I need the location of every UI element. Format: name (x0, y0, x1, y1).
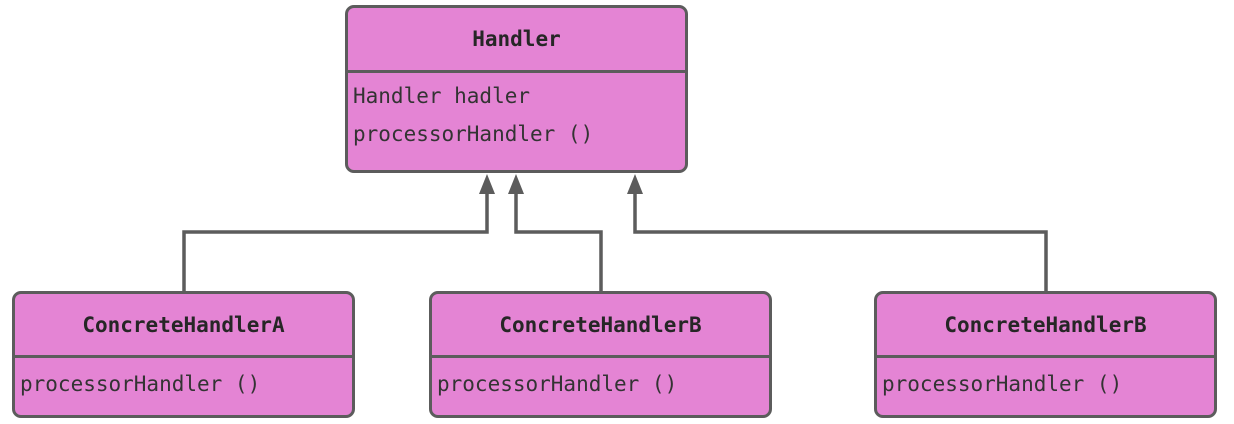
class-members-concrete-handler-a: processorHandler () (15, 358, 352, 403)
arrowhead-a-icon (479, 174, 495, 194)
class-box-handler[interactable]: Handler Handler hadler processorHandler … (345, 5, 688, 173)
class-members-concrete-handler-b-second: processorHandler () (877, 358, 1214, 403)
connector-b-to-handler (514, 190, 603, 292)
class-box-concrete-handler-b[interactable]: ConcreteHandlerB processorHandler () (429, 291, 772, 418)
class-name-handler: Handler (348, 8, 685, 73)
class-box-concrete-handler-b-second[interactable]: ConcreteHandlerB processorHandler () (874, 291, 1217, 418)
arrowhead-c-icon (627, 174, 643, 194)
arrowhead-b-icon (508, 174, 524, 194)
class-members-concrete-handler-b: processorHandler () (432, 358, 769, 403)
class-name-concrete-handler-b-second: ConcreteHandlerB (877, 294, 1214, 358)
class-members-handler: Handler hadler processorHandler () (348, 73, 685, 153)
class-box-concrete-handler-a[interactable]: ConcreteHandlerA processorHandler () (12, 291, 355, 418)
member-method-processor-handler: processorHandler () (353, 122, 594, 146)
member-method-processor-handler: processorHandler () (437, 372, 678, 396)
member-method-processor-handler: processorHandler () (882, 372, 1123, 396)
member-field-handler: Handler hadler (353, 84, 531, 108)
class-name-concrete-handler-b: ConcreteHandlerB (432, 294, 769, 358)
member-method-processor-handler: processorHandler () (20, 372, 261, 396)
connector-c-to-handler (633, 190, 1048, 292)
class-name-concrete-handler-a: ConcreteHandlerA (15, 294, 352, 358)
connector-a-to-handler (182, 190, 489, 292)
